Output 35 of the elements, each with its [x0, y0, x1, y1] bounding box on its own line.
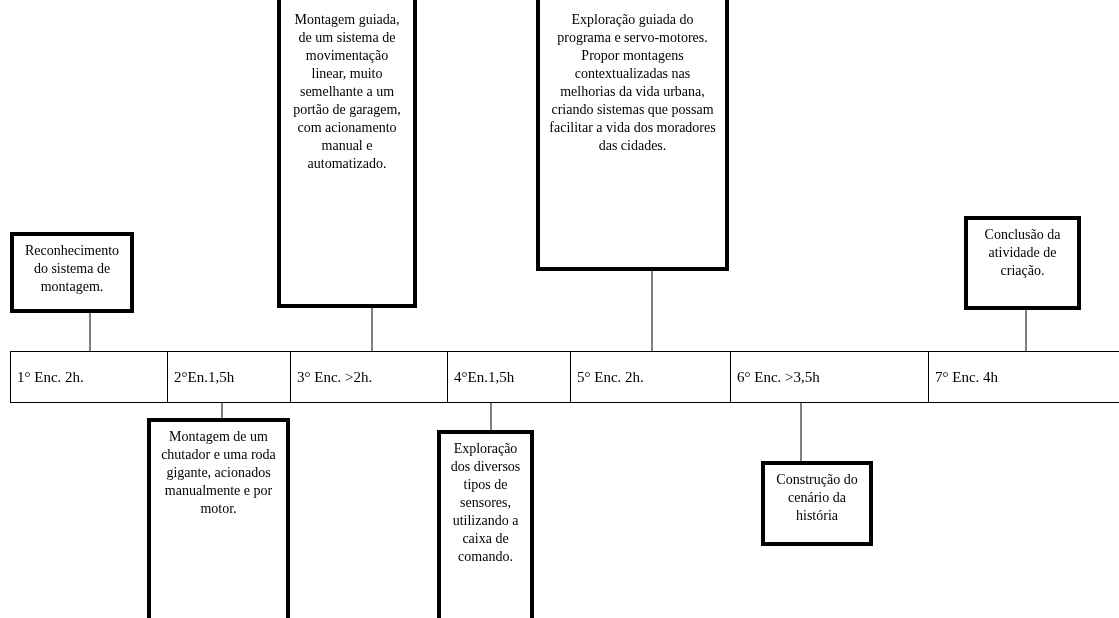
activity-box [761, 461, 873, 546]
session-label: 3° Enc. >2h. [297, 368, 373, 386]
connector-line [800, 402, 802, 462]
session-label: 6° Enc. >3,5h [737, 368, 820, 386]
activity-box [10, 232, 134, 313]
session-label: 1° Enc. 2h. [17, 368, 84, 386]
session-label: 4°En.1,5h [454, 368, 515, 386]
session-label: 2°En.1,5h [174, 368, 235, 386]
connector-line [371, 307, 373, 352]
connector-line [89, 312, 91, 352]
timeline-cell [570, 351, 731, 403]
timeline-cell [10, 351, 168, 403]
connector-line [221, 402, 223, 419]
timeline-cell [447, 351, 571, 403]
timeline-cell [928, 351, 1119, 403]
activity-text: Montagem de um chutador e uma roda gigante, acionados manualmente e por motor. [160, 428, 277, 518]
activity-text: Conclusão da atividade de criação. [983, 226, 1062, 280]
activity-text: Exploração dos diversos tipos de sensores, utilizando a caixa de comando. [449, 440, 522, 566]
activity-box [964, 216, 1081, 310]
activity-text: Construção do cenário da história [775, 471, 859, 525]
activity-box [536, 0, 729, 271]
activity-box [147, 418, 290, 618]
activity-text: Montagem guiada, de um sistema de movimentação linear, muito semelhante a um portão de garagem, com acionamento manual e automatizado. [292, 11, 402, 173]
activity-text: Reconhecimento do sistema de montagem. [23, 242, 121, 296]
activity-text: Exploração guiada do programa e servo-motores. Propor montagens contextualizadas nas melhorias da vida urbana, criando sistemas que possam facilitar a vida dos moradores das cidades. [548, 11, 717, 155]
connector-line [1025, 309, 1027, 352]
session-label: 5° Enc. 2h. [577, 368, 644, 386]
timeline-cell [730, 351, 929, 403]
activity-box [277, 0, 417, 308]
connector-line [490, 402, 492, 431]
timeline-cell [290, 351, 448, 403]
session-label: 7° Enc. 4h [935, 368, 999, 386]
connector-line [651, 270, 653, 352]
timeline-cell [167, 351, 291, 403]
activity-box [437, 430, 534, 618]
